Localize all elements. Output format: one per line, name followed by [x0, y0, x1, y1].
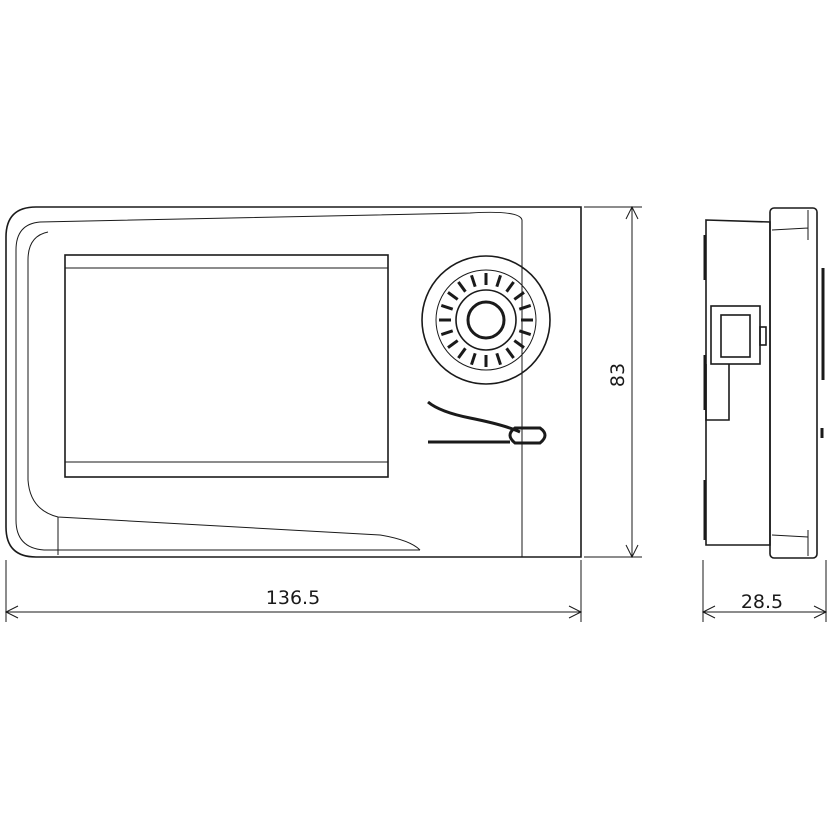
display-screen: [64, 254, 389, 478]
knob-rib: [457, 281, 467, 293]
height-dimension: 83: [584, 205, 642, 559]
knob-rib: [505, 281, 515, 293]
knob-rib: [505, 347, 515, 359]
front-outline: [5, 206, 582, 558]
front-bezel: [15, 211, 523, 557]
knob-rib: [518, 304, 532, 311]
knob-rib: [495, 352, 502, 366]
status-led-curve: [427, 400, 521, 434]
knob-rib: [513, 339, 525, 349]
knob-rib: [513, 291, 525, 301]
knob-rib: [470, 352, 477, 366]
depth-label: 28.5: [741, 591, 783, 613]
knob-rib: [440, 304, 454, 311]
side-cover-lines: [771, 210, 809, 556]
side-bracket: [705, 364, 730, 421]
side-front-cover: [769, 207, 818, 559]
knob-rib: [470, 274, 477, 288]
height-label: 83: [607, 363, 629, 387]
rj-socket: [720, 314, 751, 358]
side-body: [705, 219, 771, 546]
rj-clip: [759, 326, 767, 346]
knob-rib: [447, 339, 459, 349]
knob-rib: [457, 347, 467, 359]
rotary-knob[interactable]: [421, 255, 551, 385]
knob-rib: [495, 274, 502, 288]
side-view: [703, 207, 825, 559]
front-view: [5, 206, 582, 558]
depth-dimension: 28.5: [701, 560, 828, 622]
side-buttons: [820, 268, 825, 438]
width-dimension: 136.5: [4, 560, 583, 622]
button-slot[interactable]: [428, 426, 547, 445]
knob-rib: [518, 329, 532, 336]
knob-rib: [447, 291, 459, 301]
front-inner-bezel: [27, 231, 421, 551]
screen-frame-lines: [65, 267, 388, 463]
knob-rib: [440, 329, 454, 336]
width-label: 136.5: [266, 587, 320, 609]
